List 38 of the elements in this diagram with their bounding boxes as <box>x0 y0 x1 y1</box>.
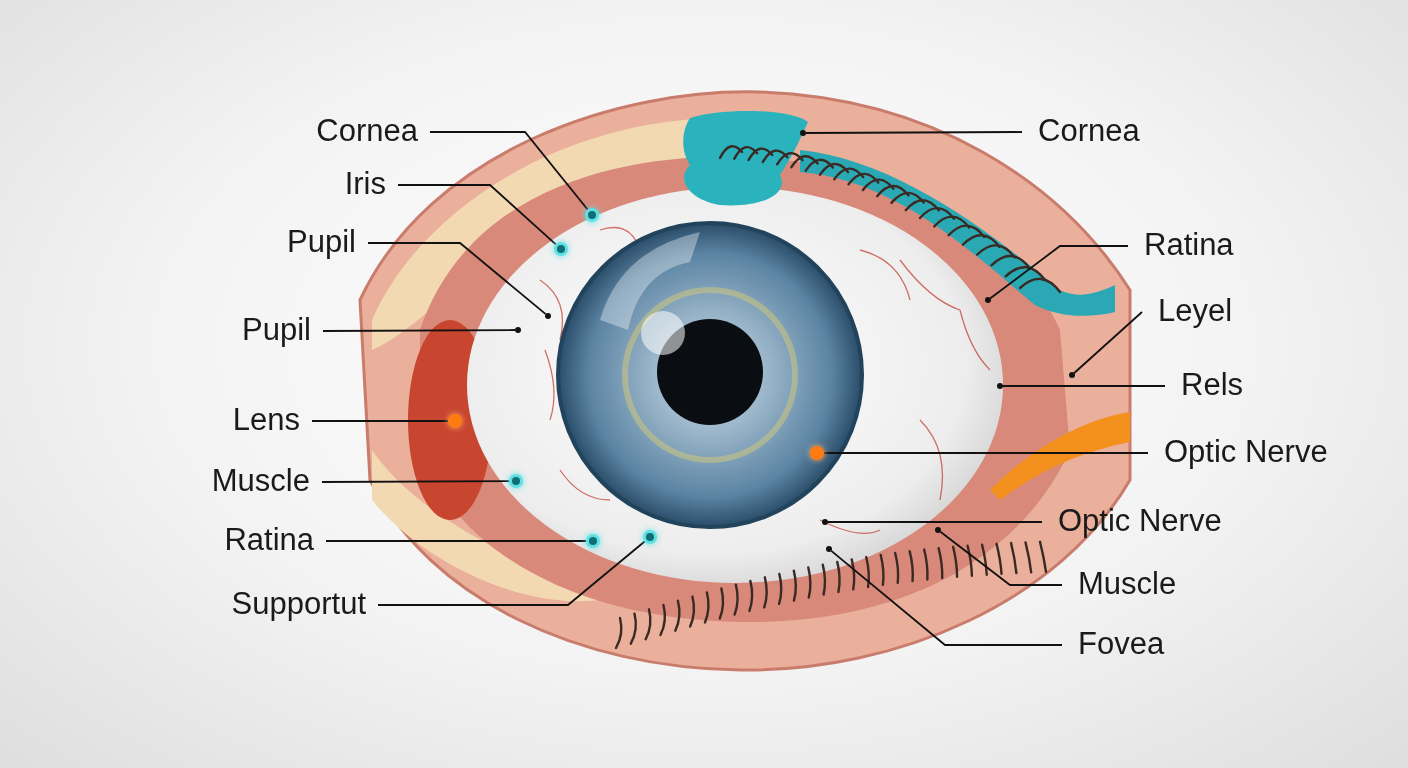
part-label: Ratina <box>1144 225 1234 265</box>
leader-line <box>1002 385 1166 387</box>
marker-dot <box>1069 372 1075 378</box>
leader-line <box>805 131 1023 134</box>
marker-dot <box>800 130 806 136</box>
leader-line <box>429 131 589 211</box>
part-label: Iris <box>344 164 386 204</box>
part-label: Pupil <box>287 222 356 262</box>
part-label: Fovea <box>1078 624 1165 664</box>
leader-line <box>830 550 1063 646</box>
part-label: Supportut <box>231 584 366 624</box>
part-label: Leyel <box>1158 291 1233 331</box>
part-label: Rels <box>1181 365 1243 405</box>
marker-dot <box>985 297 991 303</box>
leader-line <box>989 245 1129 300</box>
marker-dot <box>997 383 1003 389</box>
marker-dot <box>826 546 832 552</box>
leader-line <box>322 329 516 332</box>
leader-line <box>367 242 547 315</box>
leader-line <box>311 420 449 422</box>
part-label: Optic Nerve <box>1058 501 1222 541</box>
leader-line <box>827 521 1043 523</box>
part-label: Pupil <box>242 310 311 350</box>
part-label: Ratina <box>224 520 314 560</box>
marker-dot <box>822 519 828 525</box>
part-label: Muscle <box>211 461 310 501</box>
marker-dot <box>515 327 521 333</box>
marker-dot <box>545 313 551 319</box>
part-label: Optic Nerve <box>1164 432 1328 472</box>
leader-line <box>321 480 510 483</box>
part-label: Lens <box>232 400 300 440</box>
leader-line <box>397 184 557 246</box>
part-label: Cornea <box>1038 111 1140 151</box>
marker-dot <box>935 527 941 533</box>
leader-line <box>939 530 1063 586</box>
leader-line <box>377 540 646 606</box>
part-label: Cornea <box>316 111 418 151</box>
part-label: Muscle <box>1078 564 1177 604</box>
